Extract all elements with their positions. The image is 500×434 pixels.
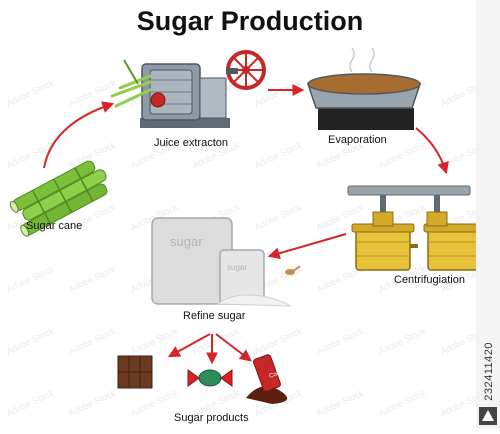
label-refine-sugar: Refine sugar [183, 310, 246, 322]
label-sugar-cane: Sugar cane [26, 220, 83, 232]
large-bag-label: sugar [170, 234, 203, 249]
flow-arrows [43, 84, 449, 365]
label-centrifugation: Centrifugiation [394, 274, 465, 286]
label-sugar-products: Sugar products [174, 412, 249, 424]
sugar-cane-icon [9, 160, 108, 237]
stock-sidebar: 232411420 [476, 0, 500, 429]
evaporation-pan-icon [306, 47, 422, 130]
sugar-bags-icon: sugar sugar [151, 217, 301, 307]
label-juice-extraction: Juice extracton [154, 137, 228, 149]
diagram-title: Sugar Production [136, 6, 364, 36]
juice-extractor-icon [110, 50, 266, 128]
arrow-centrifuge-to-sugar [267, 233, 347, 260]
soda-can-label: Cola [269, 370, 283, 380]
soda-can-icon: Cola [246, 354, 288, 404]
candy-icon [187, 369, 233, 387]
arrow-sugar-to-soda [215, 333, 252, 362]
chocolate-bar-icon [117, 355, 153, 389]
centrifuge-icon [347, 185, 488, 271]
stock-id: 232411420 [483, 342, 495, 401]
arrow-cane-to-juice [43, 101, 115, 169]
small-bag-label: sugar [227, 263, 247, 272]
arrow-sugar-to-chocolate [167, 333, 211, 358]
label-evaporation: Evaporation [328, 134, 387, 146]
arrow-evaporation-to-centrifuge [415, 127, 449, 175]
stock-logo-icon [479, 407, 497, 425]
